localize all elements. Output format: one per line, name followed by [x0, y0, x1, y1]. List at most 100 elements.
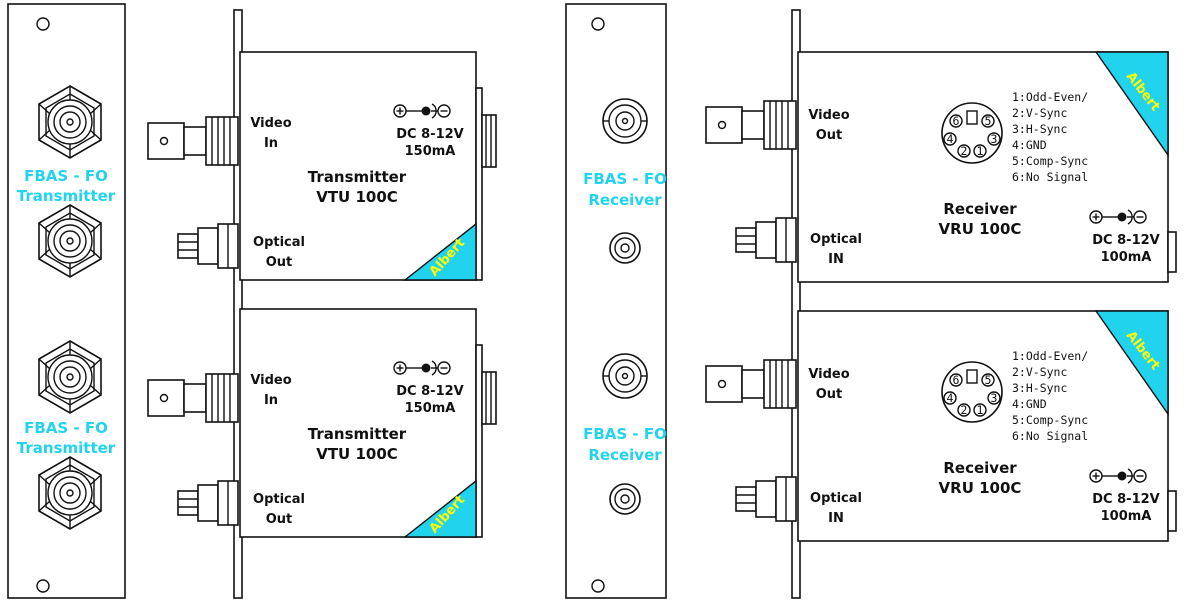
pin-number: 6: [953, 114, 960, 128]
pin-number: 5: [985, 373, 992, 387]
module-title-line2: VTU 100C: [316, 445, 398, 463]
pin-number: 2: [961, 403, 968, 417]
pin-number: 4: [947, 391, 954, 405]
video-label-line2: In: [264, 393, 278, 408]
power-label-line1: DC 8-12V: [1092, 233, 1159, 248]
bnc-front-connector-icon: [602, 353, 648, 399]
video-label-line1: Video: [250, 373, 291, 388]
pin-number: 6: [953, 373, 960, 387]
module-title-line1: Transmitter: [308, 168, 407, 186]
dc-jack-stub-icon: [481, 371, 497, 425]
receiver-rear-stub: [1167, 231, 1177, 273]
receiver-housing: [797, 51, 1169, 283]
pin-number: 5: [985, 114, 992, 128]
receiver-housing: [797, 310, 1169, 542]
pin-list-item: 2:V-Sync: [1012, 106, 1067, 120]
power-label-line1: DC 8-12V: [1092, 492, 1159, 507]
video-label-line1: Video: [808, 367, 849, 382]
optical-label-line2: IN: [828, 511, 844, 526]
pin-list-item: 3:H-Sync: [1012, 122, 1067, 136]
power-label-line1: DC 8-12V: [396, 384, 463, 399]
st-side-connector-icon: [177, 480, 239, 526]
pin-number: 3: [991, 132, 998, 146]
power-label-line2: 150mA: [405, 401, 456, 416]
mount-hole-icon: [591, 17, 605, 31]
st-front-connector-icon: [609, 232, 641, 264]
bnc-side-connector-icon: [147, 116, 239, 166]
rx-side-plate: [791, 9, 801, 599]
tx-front-label-line2: Transmitter: [17, 439, 116, 457]
bnc-side-connector-icon: [705, 100, 797, 150]
optical-label-line1: Optical: [810, 491, 862, 506]
pin-list-item: 1:Odd-Even/: [1012, 349, 1088, 363]
mount-hole-icon: [36, 579, 50, 593]
optical-label-line2: Out: [266, 255, 293, 270]
st-side-connector-icon: [177, 223, 239, 269]
transmitter-rear-wall: [475, 344, 483, 538]
pin-number: 3: [991, 391, 998, 405]
albert-brand-triangle: [1094, 310, 1169, 417]
receiver-rear-stub: [1167, 490, 1177, 532]
st-side-connector-icon: [735, 217, 797, 263]
optical-label-line2: IN: [828, 252, 844, 267]
video-label-line2: Out: [816, 387, 843, 402]
power-label-line2: 100mA: [1101, 250, 1152, 265]
rx-front-label-line1: FBAS - FO: [583, 170, 667, 188]
mount-hole-icon: [36, 17, 50, 31]
dc-jack-stub-icon: [481, 114, 497, 168]
st-front-connector-icon: [609, 483, 641, 515]
module-title-line1: Receiver: [943, 459, 1017, 477]
pin-number: 2: [961, 144, 968, 158]
tx-side-plate: [233, 9, 243, 599]
module-title-line1: Transmitter: [308, 425, 407, 443]
tx-front-label-line1: FBAS - FO: [24, 419, 108, 437]
pin-list-item: 4:GND: [1012, 138, 1047, 152]
optical-label-line1: Optical: [810, 232, 862, 247]
rx-front-label-line1: FBAS - FO: [583, 425, 667, 443]
tx-front-label-line1: FBAS - FO: [24, 167, 108, 185]
pin-list-item: 6:No Signal: [1012, 429, 1088, 443]
video-label-line1: Video: [808, 108, 849, 123]
video-label-line2: Out: [816, 128, 843, 143]
video-label-line2: In: [264, 136, 278, 151]
albert-brand-triangle: [402, 222, 477, 281]
pin-number: 1: [977, 144, 984, 158]
pin-number: 1: [977, 403, 984, 417]
power-label-line1: DC 8-12V: [396, 127, 463, 142]
transmitter-housing: [239, 51, 477, 281]
pin-list-item: 1:Odd-Even/: [1012, 90, 1088, 104]
tx-front-label-line2: Transmitter: [17, 187, 116, 205]
module-title-line2: VTU 100C: [316, 188, 398, 206]
bnc-side-connector-icon: [147, 373, 239, 423]
bnc-side-connector-icon: [705, 359, 797, 409]
pin-list-item: 3:H-Sync: [1012, 381, 1067, 395]
pin-list-item: 2:V-Sync: [1012, 365, 1067, 379]
mount-hole-icon: [591, 579, 605, 593]
power-label-line2: 150mA: [405, 144, 456, 159]
optical-label-line1: Optical: [253, 492, 305, 507]
module-title-line1: Receiver: [943, 200, 1017, 218]
optical-label-line2: Out: [266, 512, 293, 527]
optical-label-line1: Optical: [253, 235, 305, 250]
albert-brand-triangle: [402, 479, 477, 538]
pin-list-item: 5:Comp-Sync: [1012, 154, 1088, 168]
bnc-front-connector-icon: [602, 98, 648, 144]
module-title-line2: VRU 100C: [939, 479, 1022, 497]
pin-list-item: 6:No Signal: [1012, 170, 1088, 184]
pin-list-item: 5:Comp-Sync: [1012, 413, 1088, 427]
module-title-line2: VRU 100C: [939, 220, 1022, 238]
pin-number: 4: [947, 132, 954, 146]
albert-brand-triangle: [1094, 51, 1169, 158]
pin-list-item: 4:GND: [1012, 397, 1047, 411]
transmitter-rear-wall: [475, 87, 483, 281]
video-label-line1: Video: [250, 116, 291, 131]
power-label-line2: 100mA: [1101, 509, 1152, 524]
rx-front-label-line2: Receiver: [588, 446, 662, 464]
